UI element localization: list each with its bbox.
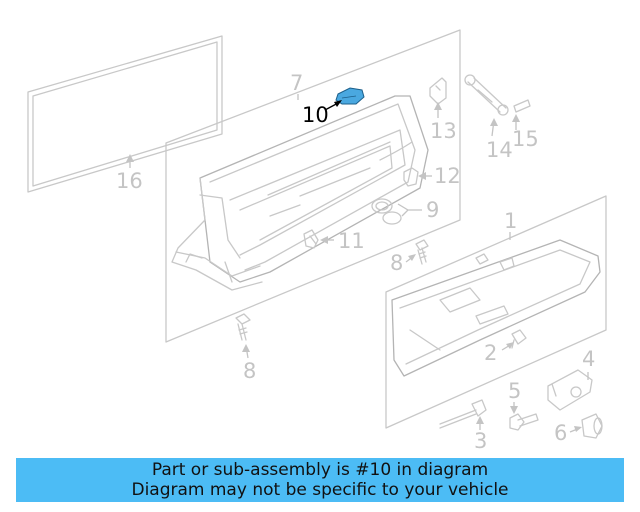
callout-14: 14 [486, 138, 513, 162]
part-4-latch [547, 369, 593, 411]
callout-15: 15 [512, 127, 539, 151]
part-8-screw-lower [235, 313, 251, 341]
callout-8-lower: 8 [243, 359, 256, 383]
part-5-bolt [509, 413, 539, 431]
callout-8-upper: 8 [390, 251, 403, 275]
callout-7: 7 [290, 71, 303, 95]
part-1-plate [385, 195, 607, 429]
info-banner: Part or sub-assembly is #10 in diagram D… [16, 458, 624, 502]
callout-9-arrow [397, 203, 422, 217]
part-2-screw [511, 329, 527, 349]
part-13-bracket [429, 77, 447, 105]
banner-line-1: Part or sub-assembly is #10 in diagram [151, 460, 489, 480]
part-7-glovebox-outer [171, 95, 429, 291]
part-8-screw-upper [415, 239, 429, 265]
part-1-glovebox-door [391, 239, 601, 377]
callout-4: 4 [582, 347, 595, 371]
part-12-clip [403, 167, 419, 187]
callout-13: 13 [430, 119, 457, 143]
callout-1: 1 [504, 209, 517, 233]
parts-diagram: 1 2 3 4 5 6 7 8 8 9 10 11 12 13 14 15 16 [27, 29, 607, 453]
callout-11: 11 [338, 229, 365, 253]
callout-9: 9 [426, 198, 439, 222]
part-9-rings [371, 198, 402, 225]
part-11-fastener [303, 229, 319, 249]
part-7-plate [165, 29, 461, 343]
callout-16: 16 [116, 169, 143, 193]
part-10-highlight [335, 87, 365, 105]
part-15-pin [513, 99, 531, 113]
part-14-strut [464, 74, 509, 116]
part-16-panel [27, 35, 223, 193]
callout-10-arrowhead [334, 100, 342, 107]
callout-10: 10 [302, 103, 329, 127]
callout-5: 5 [508, 379, 521, 403]
callout-3: 3 [474, 429, 487, 453]
part-6-bumper [581, 413, 603, 439]
banner-line-2: Diagram may not be specific to your vehi… [131, 480, 509, 500]
callout-12: 12 [434, 164, 461, 188]
callout-6: 6 [554, 421, 567, 445]
part-3-screw [439, 399, 487, 429]
part-1-small-fasteners [475, 253, 515, 271]
callout-2: 2 [484, 341, 497, 365]
